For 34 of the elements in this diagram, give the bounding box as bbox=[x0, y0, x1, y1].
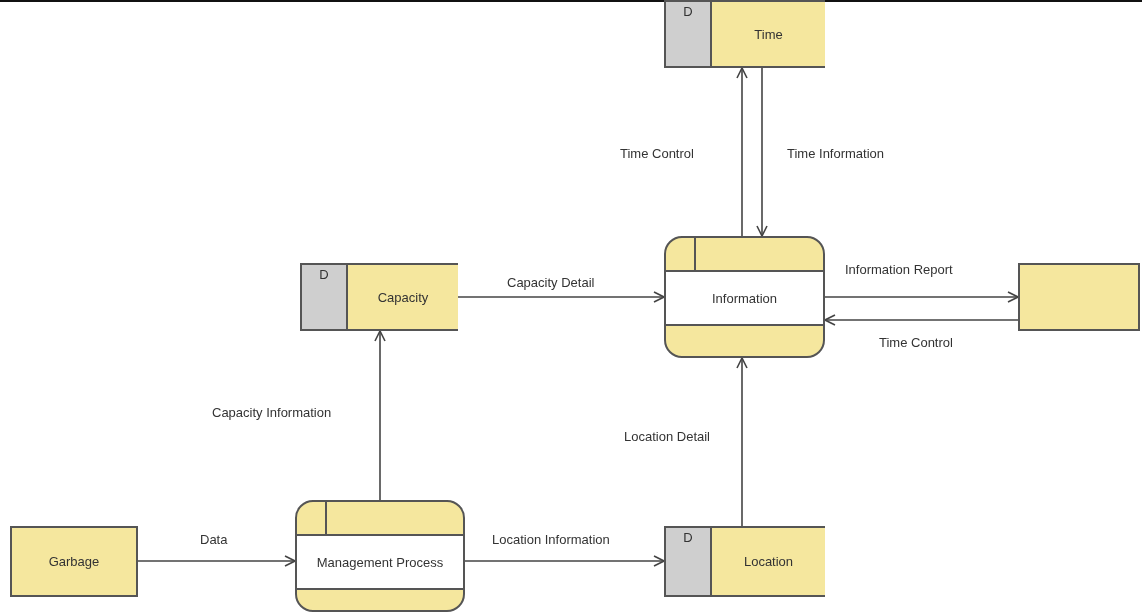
store-name: Capacity bbox=[377, 289, 429, 305]
edge-label: Data bbox=[198, 532, 230, 547]
edge-label: Time Information bbox=[785, 146, 887, 161]
store-id: D bbox=[318, 267, 330, 282]
data-store bbox=[664, 0, 825, 68]
process-name: Information bbox=[711, 290, 777, 306]
store-name: Location bbox=[743, 554, 794, 569]
edge-label: Time Control bbox=[877, 335, 955, 350]
edge-label: Information Report bbox=[843, 262, 955, 277]
data-store bbox=[664, 526, 825, 597]
edge-label: Capacity Information bbox=[210, 405, 334, 420]
edge-label: Location Detail bbox=[622, 429, 712, 444]
arrow bbox=[464, 555, 665, 567]
store-id: D bbox=[682, 4, 694, 19]
entity-name: Garbage bbox=[48, 554, 100, 569]
store-id: D bbox=[682, 530, 694, 545]
arrow bbox=[374, 330, 386, 501]
arrow bbox=[756, 67, 768, 237]
process-name: Management Process bbox=[316, 554, 444, 570]
edge-label: Time Control bbox=[618, 146, 696, 161]
data-store bbox=[300, 263, 458, 331]
process-box bbox=[295, 500, 465, 612]
store-name: Time bbox=[754, 26, 783, 42]
arrow bbox=[137, 555, 296, 567]
external-entity-box bbox=[1018, 263, 1140, 331]
process-box bbox=[664, 236, 825, 358]
external-entity-box bbox=[10, 526, 138, 597]
edge-label: Location Information bbox=[490, 532, 612, 547]
arrow bbox=[736, 67, 748, 237]
arrow bbox=[736, 357, 748, 527]
arrow bbox=[824, 314, 1019, 326]
arrow bbox=[457, 291, 665, 303]
arrow bbox=[824, 291, 1019, 303]
edge-label: Capacity Detail bbox=[505, 275, 597, 290]
